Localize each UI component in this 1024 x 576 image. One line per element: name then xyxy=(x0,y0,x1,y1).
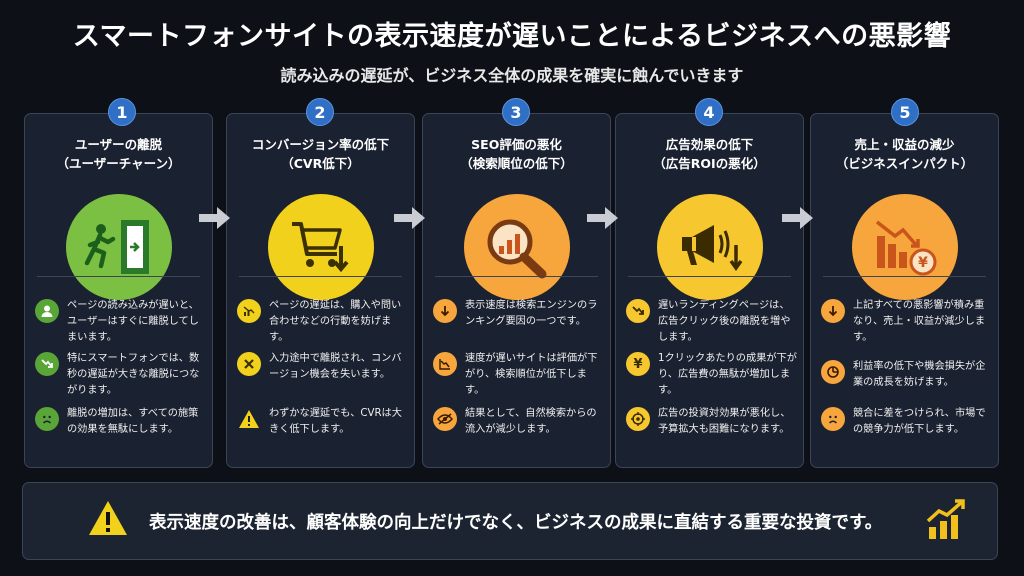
pie-chart-icon xyxy=(821,360,845,384)
arrow-down-icon xyxy=(821,299,845,323)
step-card-5: 売上・収益の減少 （ビジネスインパクト） ¥ 上記すべての悪影響が積み重なり、売… xyxy=(810,113,999,468)
step-card-title: SEO評価の悪化 （検索順位の低下） xyxy=(460,137,573,171)
magnifier-chart-icon xyxy=(463,194,570,300)
list-item: ページの遅延は、購入や問い合わせなどの行動を妨げます。 xyxy=(237,298,408,345)
page-subtitle: 読み込みの遅延が、ビジネス全体の成果を確実に蝕んでいきます xyxy=(280,66,744,85)
step-card-1: ユーザーの離脱 （ユーザーチャーン） ページの読み込みが遅いと、ユーザーはすぐに… xyxy=(24,113,213,468)
cross-icon xyxy=(237,352,261,376)
target-icon xyxy=(626,407,650,431)
list-item: ¥ 1クリックあたりの成果が下がり、広告費の無駄が増加します。 xyxy=(626,351,797,398)
step-card-2: コンバージョン率の低下 （CVR低下） ページの遅延は、購入や問い合わせなどの行… xyxy=(226,113,415,468)
list-item: 利益率の低下や機会損失が企業の成長を妨げます。 xyxy=(821,359,992,391)
shopping-cart-down-icon xyxy=(267,194,374,300)
step-card-title: コンバージョン率の低下 （CVR低下） xyxy=(251,137,390,171)
revenue-decline-icon: ¥ xyxy=(851,194,958,300)
conclusion-banner: 表示速度の改善は、顧客体験の向上だけでなく、ビジネスの成果に直結する重要な投資で… xyxy=(22,482,998,560)
card-divider xyxy=(823,276,986,277)
step-number-badge: 2 xyxy=(306,98,334,126)
flow-arrow-icon xyxy=(199,207,230,229)
exit-door-icon xyxy=(65,194,172,300)
yen-icon: ¥ xyxy=(626,352,650,376)
list-item: 入力途中で離脱され、コンバージョン機会を失います。 xyxy=(237,351,408,383)
warning-icon xyxy=(89,501,127,535)
line-chart-down-icon xyxy=(433,352,457,376)
step-number-badge: 4 xyxy=(695,98,723,126)
growth-chart-icon xyxy=(926,499,965,539)
page-title: スマートフォンサイトの表示速度が遅いことによるビジネスへの悪影響 xyxy=(72,21,952,52)
eye-slash-icon xyxy=(433,407,457,431)
svg-text:¥: ¥ xyxy=(918,255,928,271)
card-divider xyxy=(435,276,598,277)
list-item: わずかな遅延でも、CVRは大きく低下します。 xyxy=(237,406,408,438)
chart-down-icon xyxy=(237,299,261,323)
card-divider xyxy=(239,276,402,277)
flow-arrow-icon xyxy=(394,207,425,229)
step-card-4: 広告効果の低下 （広告ROIの悪化） 遅いランディングページは、広告クリック後の… xyxy=(615,113,804,468)
step-number-badge: 3 xyxy=(502,98,530,126)
list-item: 結果として、自然検索からの流入が減少します。 xyxy=(433,406,604,438)
warning-icon xyxy=(237,407,261,431)
list-item: 上記すべての悪影響が積み重なり、売上・収益が減少します。 xyxy=(821,298,992,345)
step-number-badge: 1 xyxy=(108,98,136,126)
user-icon xyxy=(35,299,59,323)
flow-arrow-icon xyxy=(587,207,618,229)
list-item: ページの読み込みが遅いと、ユーザーはすぐに離脱してしまいます。 xyxy=(35,298,206,345)
arrow-down-icon xyxy=(433,299,457,323)
step-card-title: 広告効果の低下 （広告ROIの悪化） xyxy=(653,137,766,171)
trend-down-icon xyxy=(35,352,59,376)
list-item: 競合に差をつけられ、市場での競争力が低下します。 xyxy=(821,406,992,438)
megaphone-down-icon xyxy=(656,194,763,300)
step-card-title: ユーザーの離脱 （ユーザーチャーン） xyxy=(56,137,181,171)
sad-face-icon xyxy=(35,407,59,431)
list-item: 遅いランディングページは、広告クリック後の離脱を増やします。 xyxy=(626,298,797,345)
step-number-badge: 5 xyxy=(891,98,919,126)
step-card-3: SEO評価の悪化 （検索順位の低下） 表示速度は検索エンジンのランキング要因の一… xyxy=(422,113,611,468)
card-divider xyxy=(628,276,791,277)
list-item: 表示速度は検索エンジンのランキング要因の一つです。 xyxy=(433,298,604,330)
conclusion-text: 表示速度の改善は、顧客体験の向上だけでなく、ビジネスの成果に直結する重要な投資で… xyxy=(149,513,883,533)
flow-arrow-icon xyxy=(782,207,813,229)
list-item: 特にスマートフォンでは、数秒の遅延が大きな離脱につながります。 xyxy=(35,351,206,398)
list-item: 離脱の増加は、すべての施策の効果を無駄にします。 xyxy=(35,406,206,438)
trend-down-icon xyxy=(626,299,650,323)
list-item: 速度が遅いサイトは評価が下がり、検索順位が低下します。 xyxy=(433,351,604,398)
card-divider xyxy=(37,276,200,277)
sad-face-icon xyxy=(821,407,845,431)
list-item: 広告の投資対効果が悪化し、予算拡大も困難になります。 xyxy=(626,406,797,438)
step-card-title: 売上・収益の減少 （ビジネスインパクト） xyxy=(835,137,974,171)
